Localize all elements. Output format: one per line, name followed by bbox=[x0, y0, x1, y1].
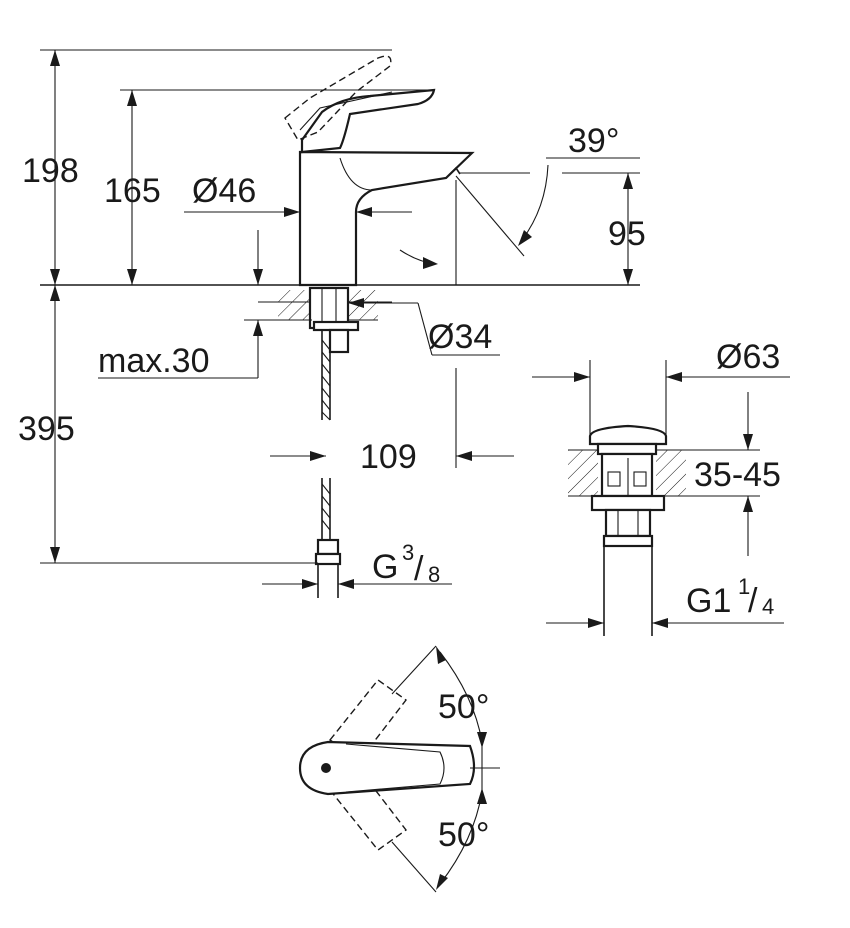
faucet-side-view bbox=[40, 55, 640, 598]
label-waste-thread-main: G1 bbox=[686, 582, 731, 620]
label-connection-thread: G 3 / 8 bbox=[372, 540, 440, 588]
label-spout-angle: 39° bbox=[568, 122, 619, 160]
label-waste-thread-den: 4 bbox=[762, 594, 774, 619]
label-spout-height: 95 bbox=[608, 215, 646, 253]
label-max-thickness: max.30 bbox=[98, 342, 210, 380]
label-connection-slash: / bbox=[414, 550, 424, 588]
waste-dimension-lines bbox=[532, 360, 790, 628]
dimension-labels: 198 165 Ø46 39° 95 Ø34 max.30 395 109 G … bbox=[18, 122, 781, 854]
label-waste-thread: G1 1 / 4 bbox=[686, 574, 774, 620]
label-total-height: 198 bbox=[22, 152, 79, 190]
label-rotation-bottom: 50° bbox=[438, 816, 489, 854]
label-hose-length: 395 bbox=[18, 410, 75, 448]
faucet-top-view bbox=[298, 645, 500, 893]
label-body-diameter: Ø46 bbox=[192, 172, 256, 210]
label-connection-den: 8 bbox=[428, 562, 440, 587]
dimension-lines bbox=[40, 49, 640, 589]
label-waste-thread-slash: / bbox=[748, 582, 758, 620]
label-handle-height: 165 bbox=[104, 172, 161, 210]
label-connection-main: G bbox=[372, 548, 398, 586]
waste-valve bbox=[568, 424, 690, 636]
label-waste-thread-num: 1 bbox=[738, 574, 750, 599]
label-base-diameter: Ø34 bbox=[428, 318, 492, 356]
label-connection-num: 3 bbox=[402, 540, 414, 565]
label-waste-diameter: Ø63 bbox=[716, 338, 780, 376]
label-waste-range: 35-45 bbox=[694, 456, 781, 494]
label-spout-reach: 109 bbox=[360, 438, 417, 476]
label-rotation-top: 50° bbox=[438, 688, 489, 726]
